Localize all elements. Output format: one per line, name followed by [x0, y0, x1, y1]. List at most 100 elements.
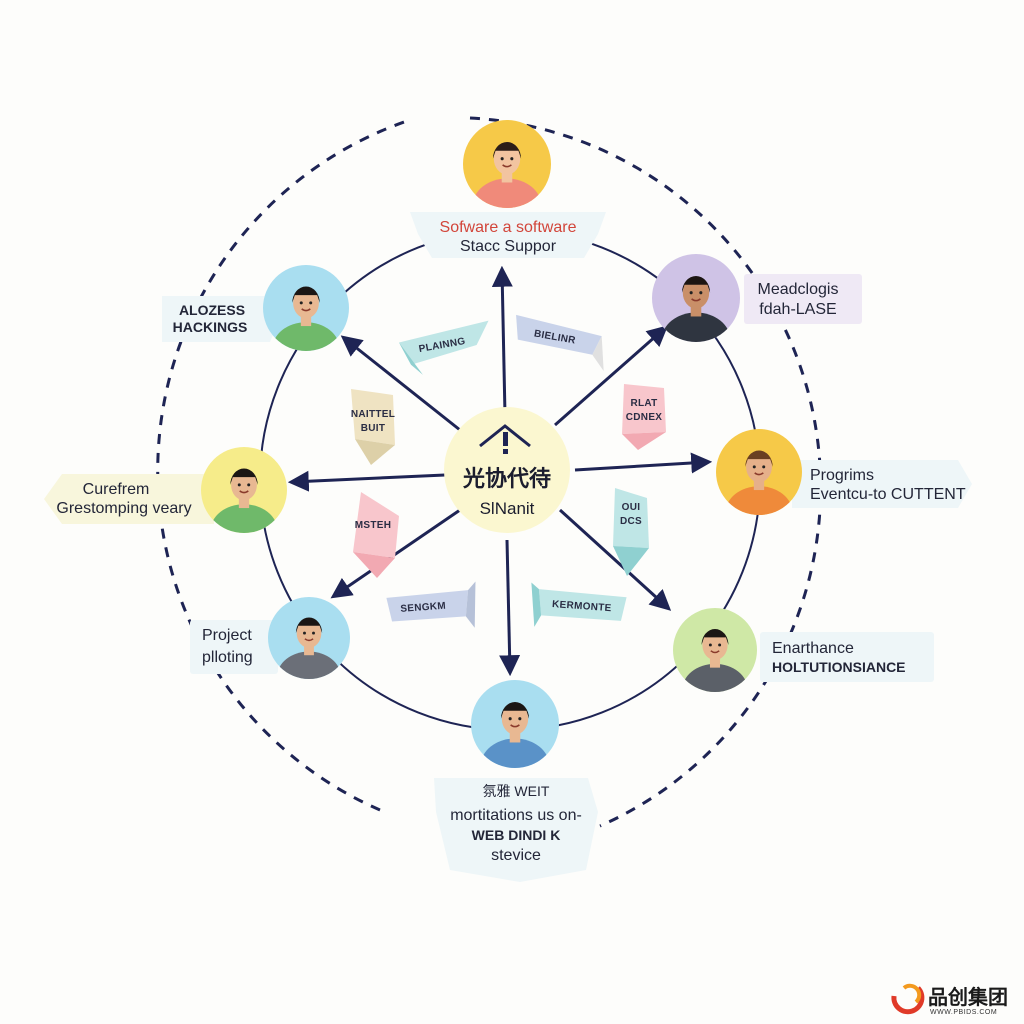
label-bottom-line-3: WEB DINDI K [472, 827, 561, 843]
arrow-upper-left [340, 335, 461, 432]
label-top: Sofware a software Stacc Suppor [410, 212, 606, 258]
tag-label-1: NAITTEL [351, 409, 395, 420]
avatar-hair [500, 702, 530, 719]
tag-plainng: PLAINNG [398, 320, 489, 375]
tag-bielinr: BIELINR [516, 314, 604, 371]
tag-rlat-cdnex: RLAT CDNEX [622, 384, 666, 450]
avatar-figure [277, 617, 341, 679]
label-upper-left-line-2: HACKINGS [173, 319, 248, 335]
outer-dashed-ring-left [156, 118, 411, 812]
label-right: Progrims Eventcu-to CUTTENT [792, 460, 972, 508]
avatar-neck [300, 313, 312, 327]
arrow-left [287, 470, 446, 492]
arrow-bottom [499, 539, 521, 677]
watermark-brand: 品创集团 [928, 985, 1008, 1009]
label-upper-right: Meadclogis fdah-LASE [744, 274, 862, 324]
avatar-shirt [480, 738, 550, 768]
avatar-mouth [691, 298, 701, 302]
avatar-neck [304, 642, 314, 656]
avatar-hair [681, 275, 711, 293]
label-lower-left-line-2: plloting [202, 649, 253, 666]
label-upper-right-line-1: Meadclogis [758, 281, 839, 298]
exclamation-dot [503, 449, 508, 454]
tag-shape [538, 589, 627, 621]
label-left-line-1: Curefrem [83, 481, 150, 498]
avatar-eye-left [689, 291, 693, 295]
avatar-hair [492, 142, 522, 159]
avatar-neck [509, 729, 521, 743]
house-roof [479, 424, 531, 448]
tag-shape [613, 488, 649, 548]
center-hub-circle [444, 407, 570, 533]
avatar-figure [661, 275, 731, 342]
arrow-lower-left [330, 508, 461, 599]
label-lower-left-bg [190, 620, 278, 674]
avatar-mouth [710, 650, 720, 654]
tag-label-2: DCS [620, 516, 642, 527]
watermark: 品创集团 WWW.PBIDS.COM [891, 983, 1008, 1016]
spokes [287, 265, 713, 677]
avatar-figure [480, 702, 550, 768]
outer-dashed-ring-right [469, 116, 823, 828]
avatar-hair [745, 450, 773, 467]
label-bottom: 氛雅 WEIT mortitations us on- WEB DINDI K … [434, 778, 598, 882]
avatar-mouth [301, 308, 311, 312]
label-bottom-line-1: 氛雅 WEIT [483, 783, 550, 799]
avatar-lower-right [673, 608, 757, 692]
avatar-eye-right [510, 157, 514, 161]
center-title: 光协代待 [462, 466, 551, 491]
avatar-shirt [682, 663, 748, 692]
arrow-right [574, 452, 713, 474]
tag-fold [355, 439, 395, 465]
tag-shape [353, 492, 399, 558]
tag-oui-dcs: OUI DCS [613, 488, 649, 576]
avatar-mouth [239, 490, 249, 494]
label-upper-right-line-2: fdah-LASE [759, 301, 836, 318]
tag-label-2: CDNEX [626, 412, 663, 423]
label-left-line-2: Grestomping veary [56, 500, 191, 517]
avatar-eye-left [752, 465, 756, 469]
label-lower-left-line-1: Project [202, 627, 252, 644]
avatar-hair [292, 286, 320, 303]
logo-swirl-outer [891, 986, 925, 1015]
tag-fold [613, 546, 649, 576]
exclamation-bar [503, 432, 508, 446]
tag-naittel-buit: NAITTEL BUIT [351, 389, 395, 465]
avatar-eye-right [247, 483, 251, 487]
tag-shape [351, 389, 395, 445]
avatar-left [201, 447, 287, 533]
watermark-url: WWW.PBIDS.COM [930, 1009, 997, 1016]
avatar-figure [682, 629, 748, 692]
label-lower-right-line-2: HOLTUTIONSIANCE [772, 659, 906, 675]
tags: PLAINNG BIELINR NAITTEL BUIT RLAT CDNEX … [351, 314, 666, 628]
avatars [201, 120, 802, 768]
tag-label: KERMONTE [552, 599, 612, 614]
avatar-eye-right [699, 291, 703, 295]
avatar-shirt [277, 651, 341, 679]
label-lower-right: Enarthance HOLTUTIONSIANCE [760, 632, 934, 682]
avatar-top [463, 120, 551, 208]
avatar-figure [210, 468, 278, 533]
avatar-figure [725, 450, 793, 515]
avatar-eye-right [718, 643, 722, 647]
avatar-neck [238, 495, 250, 509]
avatar-shirt [272, 322, 340, 351]
avatar-eye-left [708, 643, 712, 647]
avatar-right [716, 429, 802, 515]
label-left-bg [44, 474, 214, 524]
tag-msteh: MSTEH [353, 492, 399, 578]
tag-fold [531, 582, 542, 627]
avatar-hair [230, 468, 258, 485]
avatar-eye-left [508, 717, 512, 721]
avatar-figure [472, 142, 542, 208]
avatar-eye-right [309, 301, 313, 305]
tag-shape [622, 384, 666, 434]
avatar-lower-left [268, 597, 350, 679]
avatar-neck [690, 303, 702, 317]
label-top-line-1: Sofware a software [440, 219, 577, 236]
avatar-eye-left [500, 157, 504, 161]
avatar-eye-right [518, 717, 522, 721]
avatar-mouth [502, 164, 512, 168]
label-right-line-1: Progrims [810, 467, 874, 484]
